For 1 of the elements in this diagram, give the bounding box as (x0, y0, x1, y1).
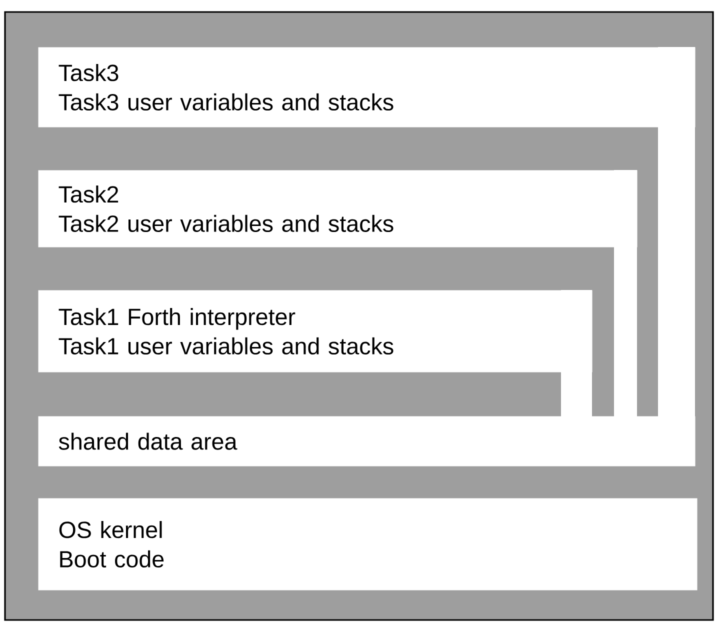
memory-region-box: OS kernel Boot code (38, 498, 698, 590)
